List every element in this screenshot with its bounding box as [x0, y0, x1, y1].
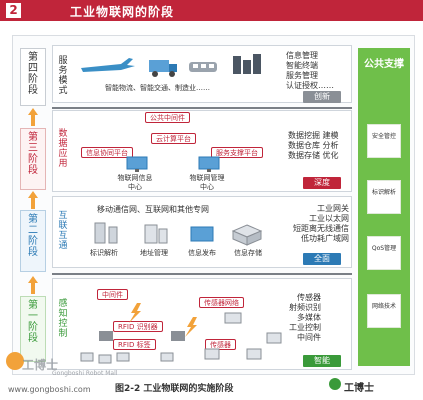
truck-icon [149, 60, 177, 77]
mgmt-center-label: 物联网管理中心 [189, 174, 225, 191]
tag-innovation: 创新 [303, 91, 341, 103]
sensor-net-pill: 传感器网络 [199, 297, 244, 308]
data-list: 数据挖掘 建模数据仓库 分析数据存储 优化 [288, 131, 339, 160]
section-number: 2 [6, 3, 21, 18]
monitor-icons [126, 156, 220, 172]
support-identity: 标识解析 [367, 180, 401, 214]
layer-perception-control: 感知控制 中间件 RFID 识别器 RFID 标签 传感器网络 传感器 传感器射… [52, 278, 352, 370]
decision-platform: 服务支撑平台 [211, 147, 263, 158]
monitor-icon [126, 156, 148, 172]
support-network: 网络技术 [367, 294, 401, 328]
network-caption: 移动通信网、互联网和其他专网 [97, 205, 209, 214]
section-title: 工业物联网的阶段 [70, 5, 175, 19]
stage-1: 第一阶段 [20, 296, 46, 362]
layer-label: 数据应用 [58, 129, 68, 169]
server-icon [94, 222, 118, 244]
arrow-up-icon [28, 191, 38, 209]
watermark-url: www.gongboshi.com [8, 385, 91, 394]
info-center-label: 物联网信息中心 [117, 174, 153, 191]
public-middleware: 公共中间件 [145, 112, 190, 123]
factory-icon [233, 54, 261, 74]
layer-label: 感知控制 [58, 299, 68, 339]
perception-list: 传感器射频识别多媒体工业控制中间件 [289, 293, 321, 342]
rfid-tag-pill: RFID 标签 [113, 339, 156, 350]
monitor-icon [198, 156, 220, 172]
sensor-pill: 传感器 [205, 339, 236, 350]
stage-4: 第四阶段 [20, 48, 46, 106]
cloud-platform: 云计算平台 [151, 133, 196, 144]
collab-platform: 信息协同平台 [81, 147, 133, 158]
service-icons [81, 54, 261, 77]
watermark-sub: Gongboshi Robot Mall [52, 370, 118, 377]
public-support-column: 公共支撑 安全管控 标识解析 QoS管理 网络技术 [358, 48, 410, 366]
device-icons [94, 222, 263, 246]
arrow-up-icon [28, 276, 38, 294]
layer-label: 服务模式 [58, 56, 68, 96]
middleware-pill: 中间件 [97, 289, 128, 300]
watermark-brand: 工博士 [22, 358, 59, 372]
bus-line [52, 273, 352, 275]
stage-2: 第二阶段 [20, 210, 46, 272]
cube-icon [231, 224, 263, 246]
sensor-node-icon [204, 312, 282, 360]
device-label: 标识解析 [90, 249, 118, 257]
support-security: 安全管控 [367, 124, 401, 158]
section-header: 2 工业物联网的阶段 [0, 0, 423, 21]
network-list: 工业网关工业以太网短距离无线通信低功耗广域网 [293, 204, 349, 243]
service-list: 信息管理智能终端服务管理认证授权…… [286, 51, 334, 90]
sensor-icons [80, 303, 282, 364]
device-label: 信息发布 [188, 249, 216, 257]
tag-icon [80, 352, 174, 364]
layer-label: 互联互通 [58, 211, 68, 251]
lightning-icon [129, 303, 141, 323]
support-qos: QoS管理 [367, 236, 401, 270]
device-label: 地址管理 [140, 249, 168, 257]
layer-interconnection: 互联互通 移动通信网、互联网和其他专网 标识解析 地址管理 信息发布 信息存储 … [52, 196, 352, 268]
stage-3: 第三阶段 [20, 128, 46, 190]
tag-intelligent: 智能 [303, 355, 341, 367]
device-label: 信息存储 [234, 249, 262, 257]
figure-caption: 图2-2 工业物联网的实施阶段 [115, 384, 234, 394]
tag-depth: 深度 [303, 177, 341, 189]
bus-line [52, 107, 352, 109]
layer-data-application: 数据应用 公共中间件 云计算平台 信息协同平台 服务支撑平台 物联网信息中心 物… [52, 110, 352, 192]
arrow-up-icon [28, 108, 38, 126]
train-icon [189, 62, 217, 72]
support-title: 公共支撑 [364, 59, 404, 70]
layer-service-mode: 服务模式 智能物流、智能交通、制造业…… 信息管理智能终端服务管理认证授权…… … [52, 45, 352, 103]
tag-comprehensive: 全面 [303, 253, 341, 265]
monitor-icon [190, 226, 214, 242]
service-caption: 智能物流、智能交通、制造业…… [105, 84, 210, 92]
reader-icon [99, 331, 185, 341]
wechat-icon [329, 378, 341, 390]
brand-logo-icon [6, 352, 24, 370]
rfid-reader-pill: RFID 识别器 [113, 321, 163, 332]
lightning-icon [185, 317, 197, 337]
server-icon [144, 224, 168, 244]
watermark-badge: 工博士 [344, 383, 374, 394]
airplane-icon [81, 58, 135, 72]
